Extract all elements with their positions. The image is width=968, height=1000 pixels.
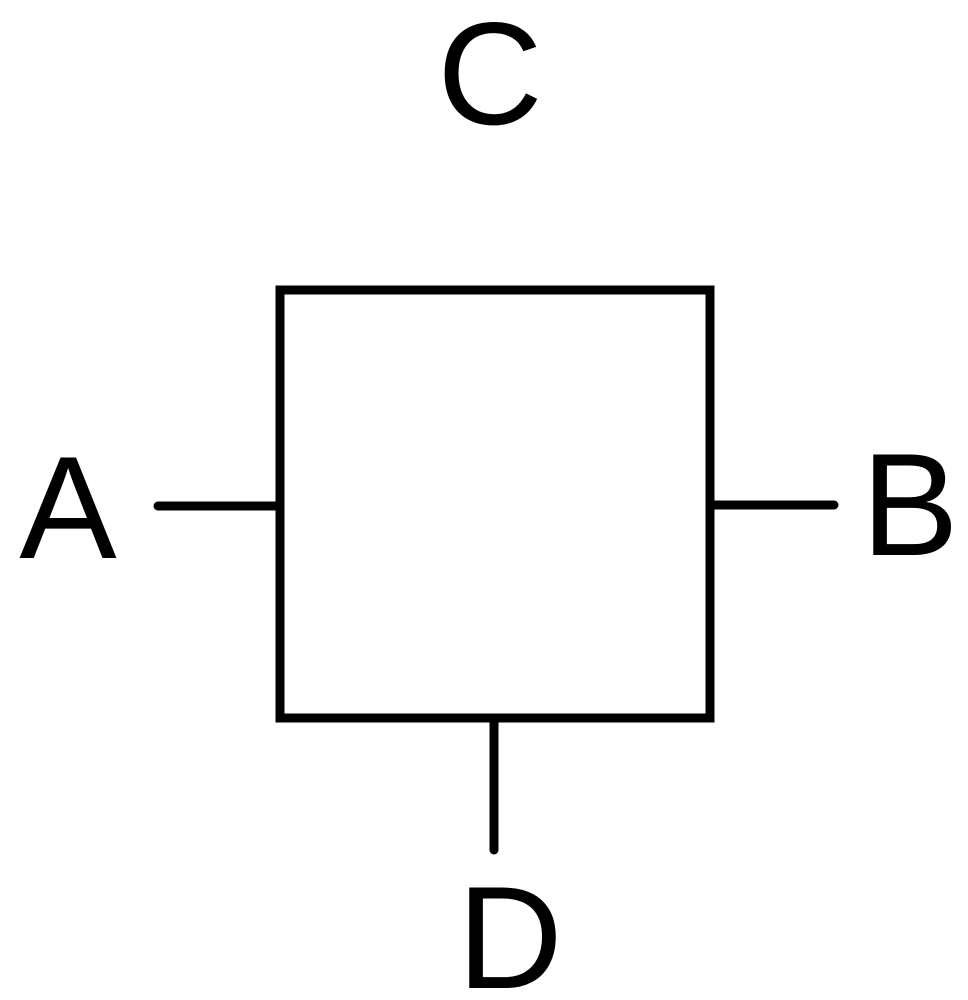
label-bottom: D xyxy=(457,856,562,1000)
label-right: B xyxy=(861,423,958,586)
label-left: A xyxy=(19,426,117,589)
label-top: C xyxy=(437,0,542,155)
